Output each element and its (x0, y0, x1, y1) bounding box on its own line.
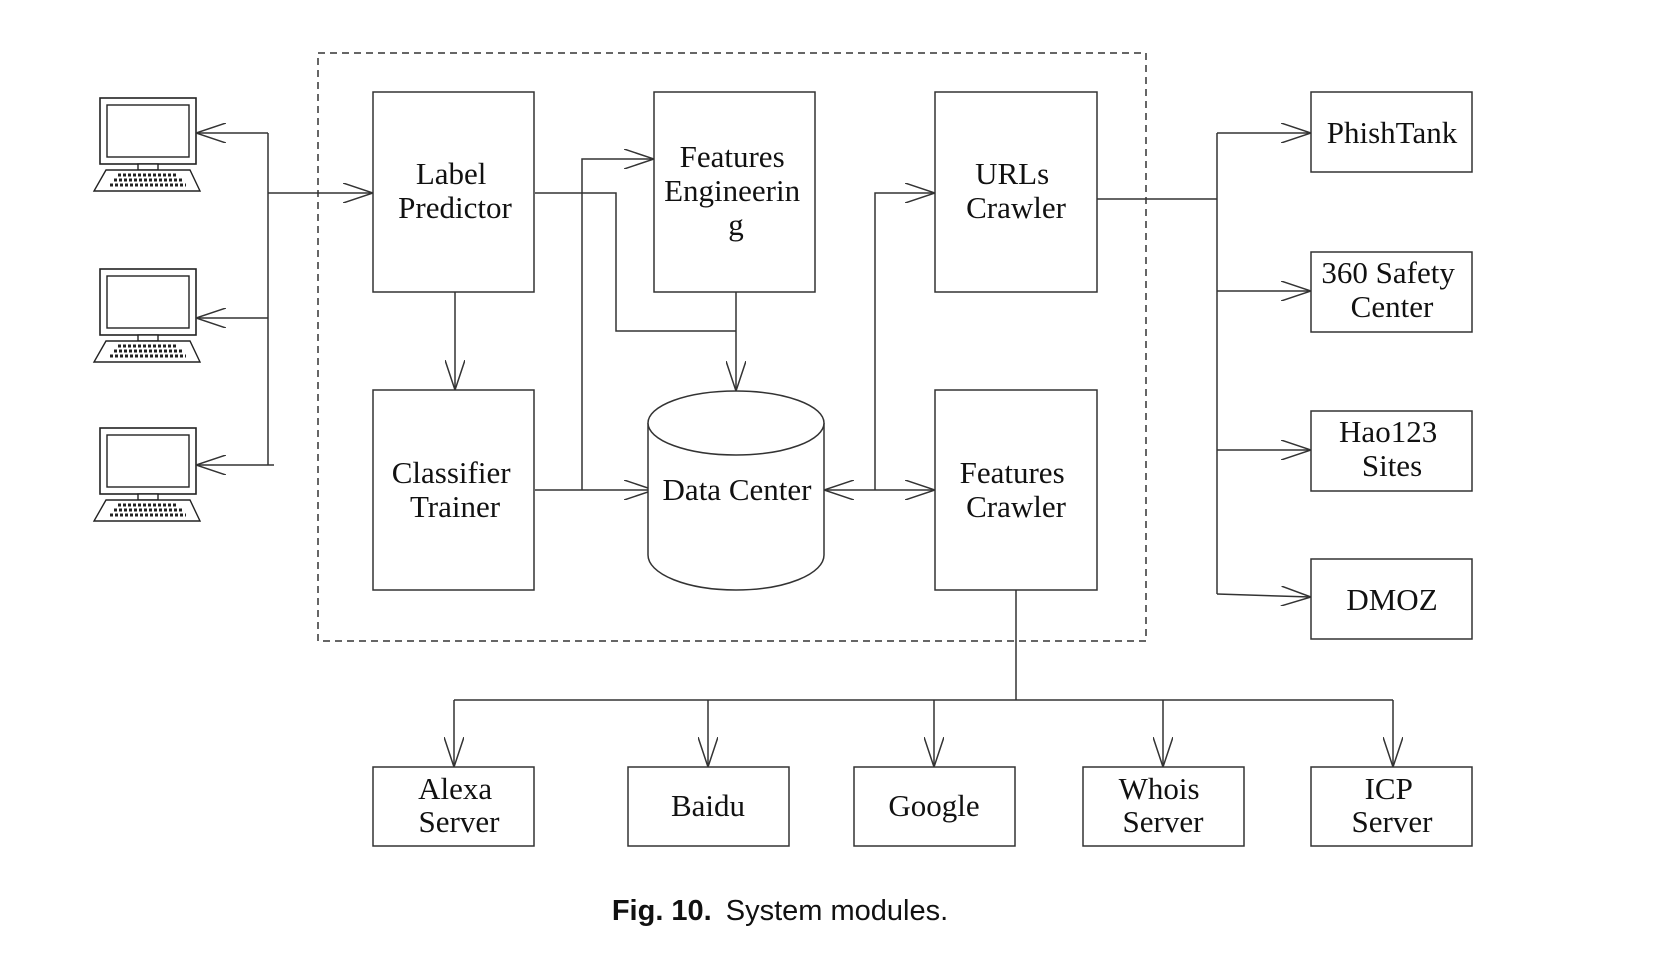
icp-server-box (1310, 766, 1473, 847)
dmoz-box (1310, 558, 1473, 640)
phishtank-label: PhishTank (1327, 115, 1458, 150)
hao123-sites-label: Hao123 Sites (1339, 414, 1445, 483)
google-label: Google (888, 788, 979, 823)
client-computer-icon (92, 268, 202, 363)
360-safety-center-box (1310, 251, 1473, 333)
features-engineering-box (653, 91, 816, 293)
features-crawler-box (934, 389, 1098, 591)
urls-crawler-box (934, 91, 1098, 293)
figure-caption: Fig. 10. System modules. (612, 895, 948, 927)
features-crawler-label: Features Crawler (960, 455, 1073, 524)
classifier-trainer-label: Classifier Trainer (392, 455, 519, 524)
baidu-label: Baidu (671, 788, 745, 823)
client-computer-icon (92, 97, 202, 192)
whois-server-box (1082, 766, 1245, 847)
google-box (853, 766, 1016, 847)
dmoz-label: DMOZ (1346, 582, 1437, 617)
classifier-trainer-box (372, 389, 535, 591)
system-boundary (317, 52, 1147, 642)
features-engineering-label: Features Engineerin g (664, 139, 808, 242)
alexa-server-label: Alexa Server (418, 771, 500, 839)
data-center-cylinder-icon (647, 390, 825, 591)
alexa-server-box (372, 766, 535, 847)
phishtank-box (1310, 91, 1473, 173)
urls-crawler-label: URLs Crawler (966, 156, 1067, 225)
connectors (196, 133, 1393, 767)
data-center-label: Data Center (663, 472, 813, 507)
label-predictor-label: Label Predictor (398, 156, 512, 225)
figure-caption-label: Fig. 10. (612, 895, 712, 927)
icp-server-label: ICP Server (1352, 771, 1434, 839)
360-safety-center-label: 360 Safety Center (1321, 255, 1462, 324)
baidu-box (627, 766, 790, 847)
client-computer-icon (92, 427, 202, 522)
whois-server-label: Whois Server (1119, 771, 1208, 839)
figure-caption-text: System modules. (726, 895, 948, 927)
label-predictor-box (372, 91, 535, 293)
hao123-sites-box (1310, 410, 1473, 492)
